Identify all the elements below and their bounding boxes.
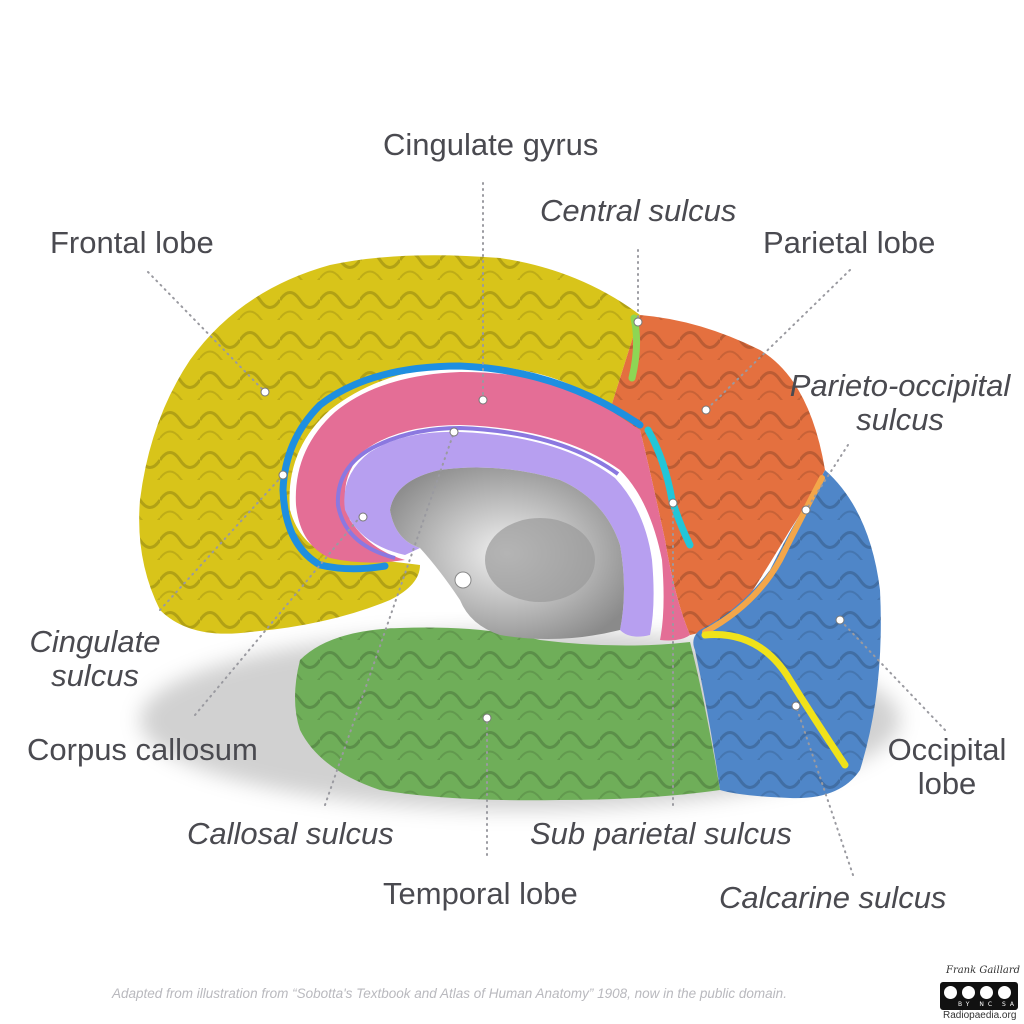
- parietal-texture: [610, 315, 825, 635]
- label-occipital-line2: lobe: [917, 766, 977, 802]
- label-parieto-occipital-line1: Parieto-occipital: [789, 368, 1011, 403]
- label-cingulate-sulcus-line2: sulcus: [51, 658, 139, 694]
- label-cingulate-gyrus: Cingulate gyrus: [383, 127, 599, 162]
- thalamus-shape: [485, 518, 595, 602]
- cingulate-sulcus-line: [279, 362, 644, 573]
- author-signature: Frank Gaillard: [946, 965, 1021, 976]
- frontal-texture: [139, 255, 640, 634]
- cc-license-badge: BY NC SA: [940, 982, 1018, 1010]
- attribution-text: Adapted from illustration from “Sobotta'…: [112, 986, 787, 1001]
- label-frontal-lobe: Frontal lobe: [50, 225, 214, 260]
- marker-dots: [260, 317, 845, 723]
- by-icon: [961, 985, 976, 1000]
- foramen-circle: [454, 571, 472, 589]
- corpus-callosum-region: [344, 431, 654, 637]
- nc-icon: [979, 985, 994, 1000]
- license-text: BY NC SA: [958, 1001, 1018, 1008]
- callosal-sulcus-line: [335, 425, 620, 560]
- label-parieto-occipital-sulcus: Parieto-occipital sulcus: [778, 368, 1022, 438]
- occipital-texture: [693, 470, 881, 799]
- cingulate-gyrus-region: [295, 372, 690, 641]
- label-central-sulcus: Central sulcus: [540, 193, 737, 228]
- parieto-occipital-sulcus-line: [702, 475, 825, 635]
- site-name: Radiopaedia.org: [943, 1010, 1017, 1021]
- label-occipital-line1: Occipital: [887, 732, 1007, 767]
- sa-icon: [997, 985, 1012, 1000]
- cc-icon: [943, 985, 958, 1000]
- leader-lines: [147, 182, 946, 876]
- label-sub-parietal-sulcus: Sub parietal sulcus: [530, 816, 792, 851]
- label-callosal-sulcus: Callosal sulcus: [187, 816, 394, 851]
- calcarine-sulcus-line: [701, 631, 849, 769]
- label-occipital-lobe: Occipital lobe: [880, 732, 1014, 802]
- label-corpus-callosum: Corpus callosum: [27, 732, 258, 767]
- label-cingulate-sulcus: Cingulate sulcus: [20, 624, 170, 694]
- temporal-texture: [295, 627, 720, 801]
- label-parietal-lobe: Parietal lobe: [763, 225, 936, 260]
- label-parieto-occipital-line2: sulcus: [856, 402, 944, 438]
- label-calcarine-sulcus: Calcarine sulcus: [719, 880, 947, 915]
- label-cingulate-sulcus-line1: Cingulate: [29, 624, 161, 659]
- label-temporal-lobe: Temporal lobe: [383, 876, 578, 911]
